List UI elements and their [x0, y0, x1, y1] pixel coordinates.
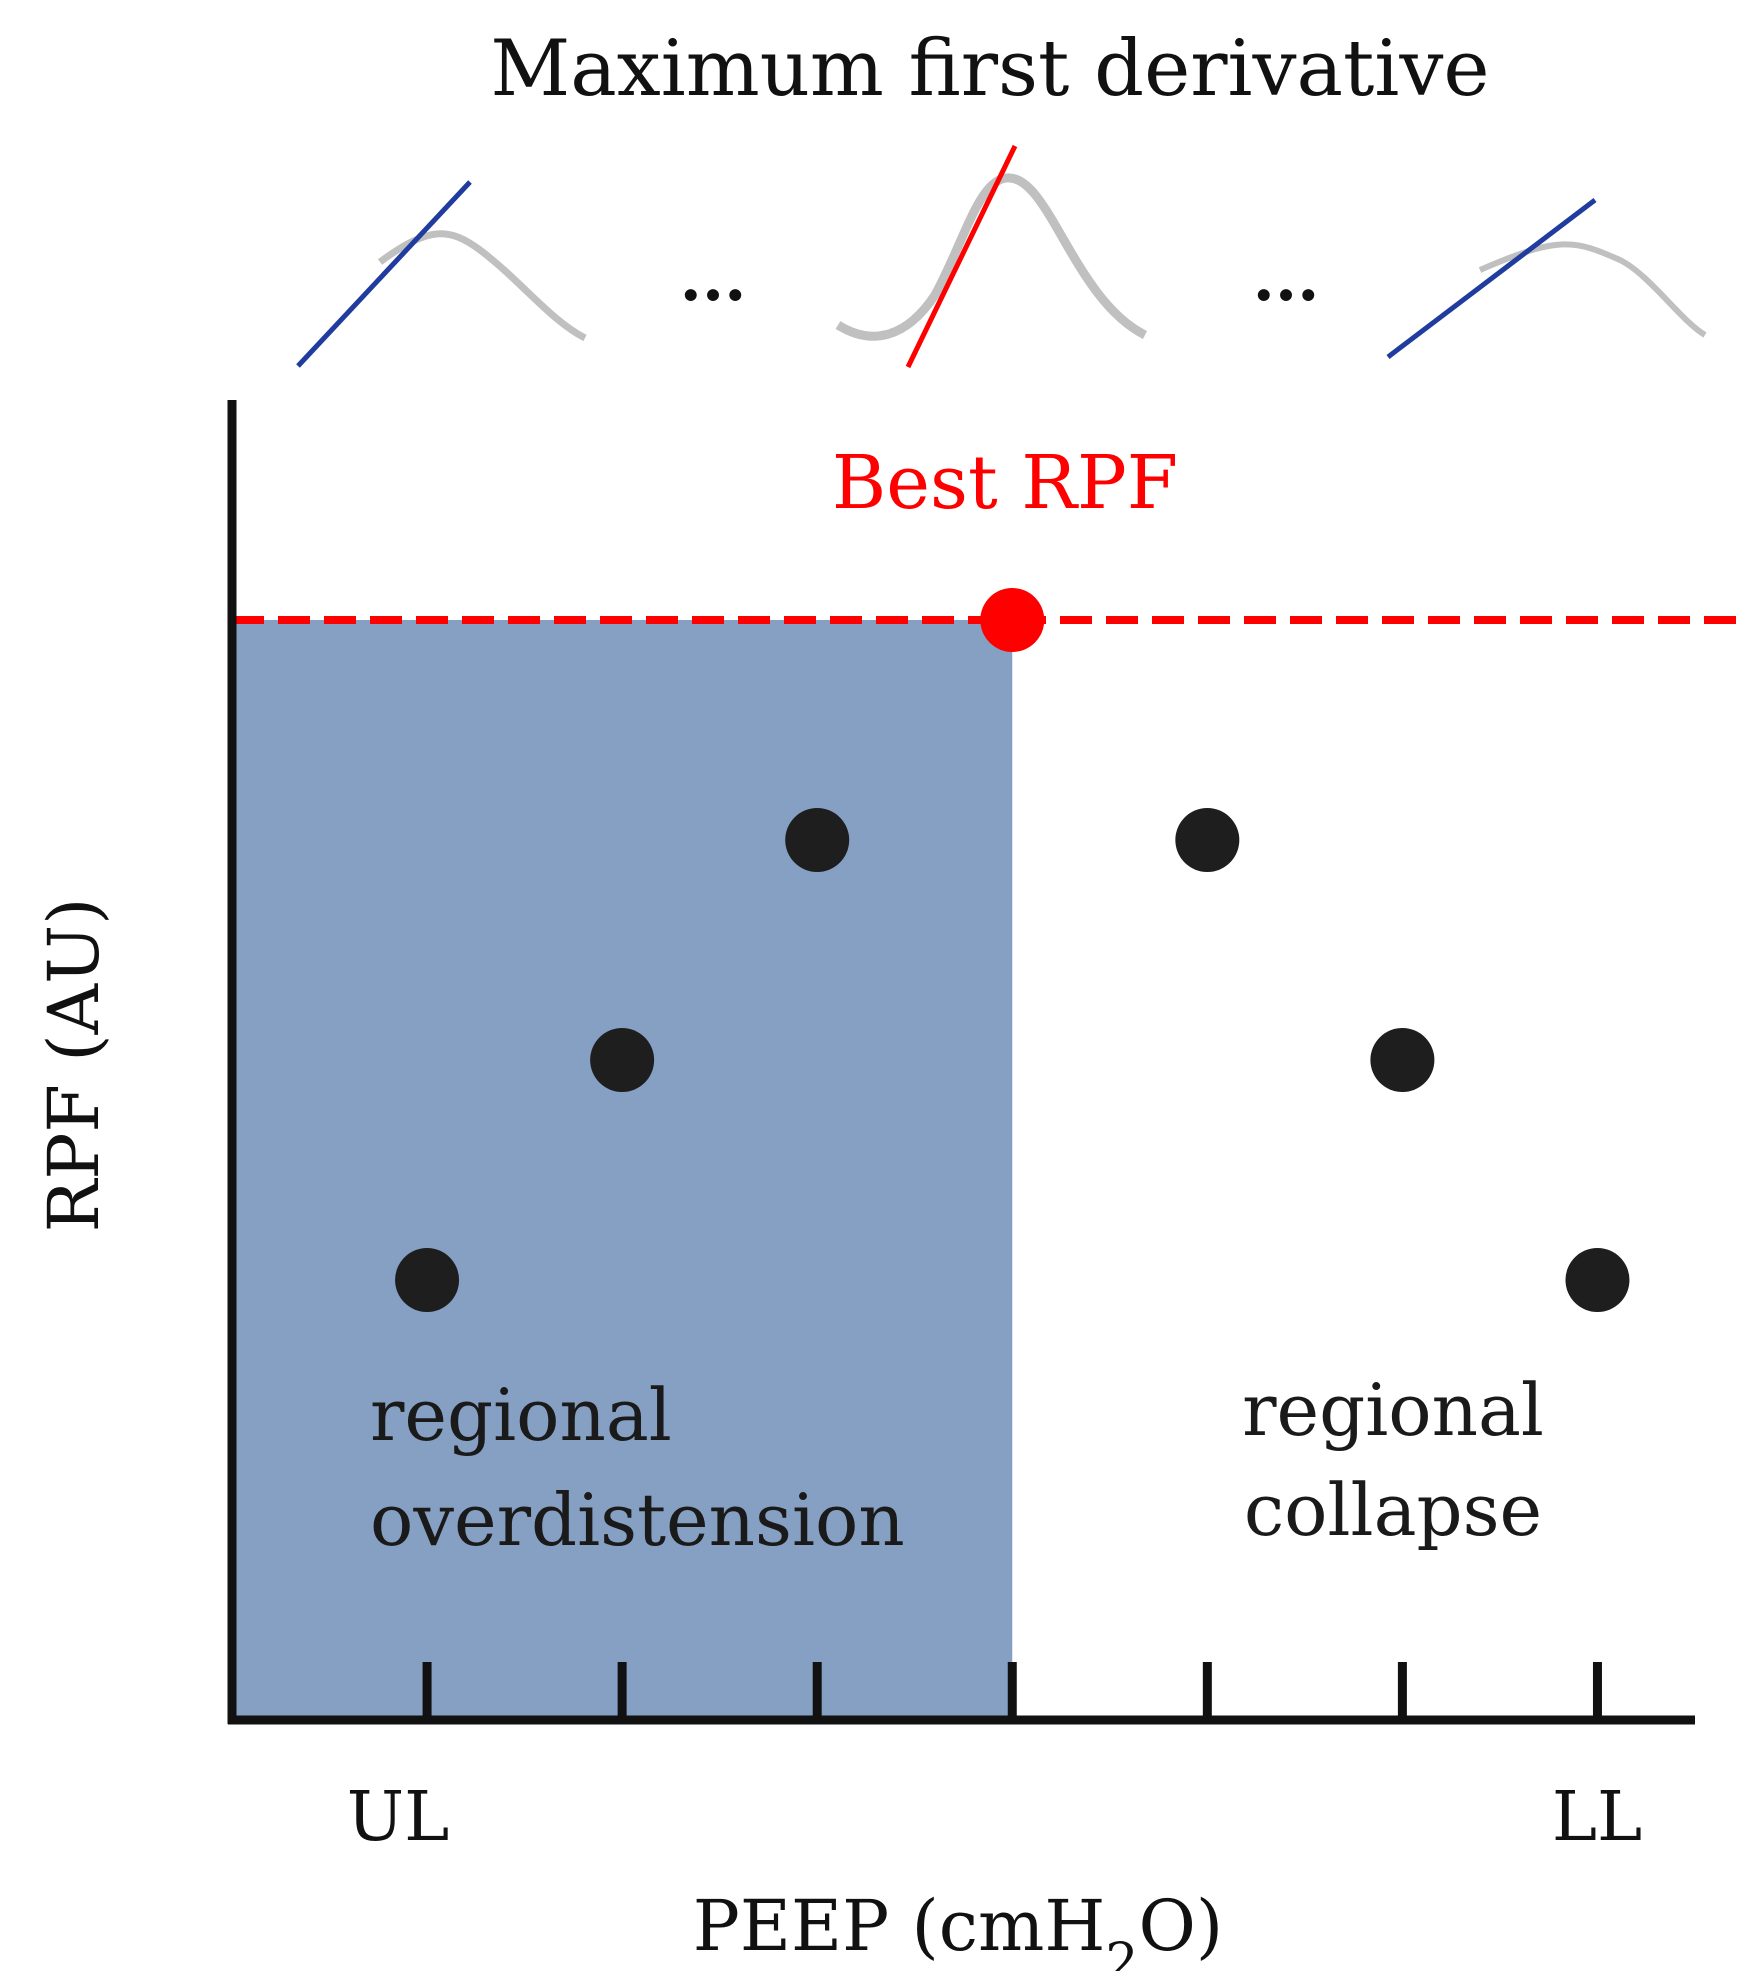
data-point-3	[785, 808, 850, 872]
data-point-1	[395, 1248, 460, 1312]
x-axis-label-suffix: O)	[1138, 1885, 1223, 1967]
ellipsis-left: ...	[680, 241, 747, 316]
region-label-right-line1: regional	[1242, 1368, 1544, 1452]
overdistension-region	[232, 620, 1013, 1720]
x-axis-ticks	[422, 1662, 1602, 1720]
ellipsis-right: ...	[1253, 241, 1320, 316]
derivative-curve-right	[1386, 198, 1707, 359]
x-axis-label: PEEP (cmH2O)	[693, 1885, 1223, 1971]
region-label-right-line2: collapse	[1244, 1468, 1542, 1552]
x-axis-label-subscript: 2	[1105, 1933, 1138, 1971]
best-rpf-label: Best RPF	[832, 440, 1178, 526]
data-point-6	[1370, 1028, 1435, 1092]
plot-area	[227, 400, 1740, 1725]
derivative-curve-middle	[835, 144, 1148, 369]
x-axis-label-prefix: PEEP (cmH	[693, 1885, 1106, 1967]
region-label-left-line1: regional	[370, 1373, 672, 1457]
tangent-line-red-middle	[905, 144, 1018, 369]
gray-curve-right	[1478, 241, 1707, 338]
data-points	[395, 588, 1630, 1312]
region-label-left-line2: overdistension	[370, 1478, 905, 1562]
y-axis-label: RPF (AU)	[33, 898, 115, 1233]
diagram-title: Maximum first derivative	[490, 24, 1489, 114]
data-point-5	[1175, 808, 1240, 872]
best-rpf-point	[980, 588, 1045, 652]
tangent-line-blue-right	[1386, 198, 1597, 359]
derivative-curve-left	[296, 180, 587, 368]
data-point-2	[590, 1028, 655, 1092]
tangent-line-blue-left	[296, 180, 472, 368]
tick-label-ul: UL	[347, 1778, 449, 1857]
gray-curve-middle	[835, 173, 1148, 341]
tick-label-ll: LL	[1552, 1778, 1642, 1857]
gray-curve-left	[377, 230, 587, 342]
data-point-7	[1565, 1248, 1630, 1312]
